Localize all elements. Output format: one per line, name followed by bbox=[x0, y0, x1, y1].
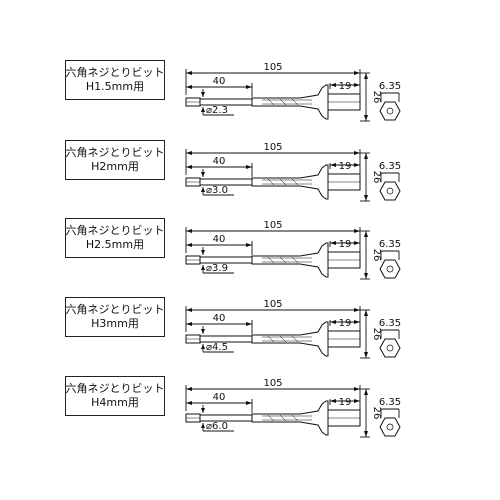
tip-diameter-value: 2.3 bbox=[212, 105, 228, 116]
bit-drawing: 105 40 19 26 6.35 ⌀2.3 bbox=[185, 62, 401, 122]
height-label: 26 bbox=[371, 171, 382, 184]
tip-diameter-label: ⌀6.0 bbox=[206, 421, 228, 432]
diameter-symbol: ⌀ bbox=[206, 421, 212, 432]
bit-spec-row: 六角ネジとりビット H2.5mm用 bbox=[0, 213, 500, 295]
tip-diameter-label: ⌀3.0 bbox=[206, 185, 228, 196]
product-label: 六角ネジとりビット H3mm用 bbox=[65, 297, 165, 337]
diameter-symbol: ⌀ bbox=[206, 105, 212, 116]
diameter-symbol: ⌀ bbox=[206, 342, 212, 353]
bit-body bbox=[185, 400, 401, 437]
diameter-symbol: ⌀ bbox=[206, 263, 212, 274]
hex-size-label: 6.35 bbox=[379, 397, 401, 408]
tip-diameter-value: 3.0 bbox=[212, 185, 228, 196]
bit-spec-row: 六角ネジとりビット H1.5mm用 bbox=[0, 55, 500, 137]
tip-length-label: 40 bbox=[213, 313, 226, 324]
bit-drawing: 105 40 19 26 6.35 ⌀4.5 bbox=[185, 299, 401, 359]
product-label: 六角ネジとりビット H2.5mm用 bbox=[65, 218, 165, 258]
tip-diameter-label: ⌀3.9 bbox=[206, 263, 228, 274]
height-label: 26 bbox=[371, 407, 382, 420]
product-size: H1.5mm用 bbox=[85, 80, 145, 93]
dimension-arrows bbox=[186, 387, 368, 437]
product-label: 六角ネジとりビット H1.5mm用 bbox=[65, 60, 165, 100]
product-label: 六角ネジとりビット H4mm用 bbox=[65, 376, 165, 416]
hex-size-label: 6.35 bbox=[379, 161, 401, 172]
bit-body bbox=[185, 242, 401, 279]
tip-diameter-label: ⌀4.5 bbox=[206, 342, 228, 353]
bit-drawing: 105 40 19 26 6.35 ⌀3.0 bbox=[185, 142, 401, 202]
bit-drawing: 105 40 19 26 6.35 ⌀6.0 bbox=[185, 378, 401, 438]
height-label: 26 bbox=[371, 328, 382, 341]
bit-drawing: 105 40 19 26 6.35 ⌀3.9 bbox=[185, 220, 401, 280]
dimension-arrows bbox=[186, 71, 368, 121]
product-name: 六角ネジとりビット bbox=[65, 66, 165, 79]
product-size: H2.5mm用 bbox=[85, 238, 145, 251]
hex-size-label: 6.35 bbox=[379, 318, 401, 329]
tip-diameter-value: 6.0 bbox=[212, 421, 228, 432]
shank-length-label: 19 bbox=[339, 81, 352, 92]
shank-length-label: 19 bbox=[339, 318, 352, 329]
hex-size-label: 6.35 bbox=[379, 81, 401, 92]
product-size: H2mm用 bbox=[91, 160, 139, 173]
product-name: 六角ネジとりビット bbox=[65, 146, 165, 159]
overall-length-label: 105 bbox=[263, 299, 282, 310]
product-size: H4mm用 bbox=[91, 396, 139, 409]
shank-length-label: 19 bbox=[339, 397, 352, 408]
tip-diameter-value: 3.9 bbox=[212, 263, 228, 274]
dimension-arrows bbox=[186, 308, 368, 358]
shank-length-label: 19 bbox=[339, 161, 352, 172]
dimension-arrows bbox=[186, 229, 368, 279]
dimension-arrows bbox=[186, 151, 368, 201]
bit-body bbox=[185, 321, 401, 358]
product-size: H3mm用 bbox=[91, 317, 139, 330]
bit-spec-row: 六角ネジとりビット H3mm用 bbox=[0, 292, 500, 374]
bit-spec-row: 六角ネジとりビット H4mm用 bbox=[0, 371, 500, 453]
tip-length-label: 40 bbox=[213, 156, 226, 167]
tip-diameter-label: ⌀2.3 bbox=[206, 105, 228, 116]
tip-length-label: 40 bbox=[213, 234, 226, 245]
overall-length-label: 105 bbox=[263, 142, 282, 153]
product-label: 六角ネジとりビット H2mm用 bbox=[65, 140, 165, 180]
diameter-symbol: ⌀ bbox=[206, 185, 212, 196]
shank-length-label: 19 bbox=[339, 239, 352, 250]
bit-body bbox=[185, 84, 401, 121]
tip-diameter-value: 4.5 bbox=[212, 342, 228, 353]
bit-body bbox=[185, 164, 401, 201]
tip-length-label: 40 bbox=[213, 392, 226, 403]
overall-length-label: 105 bbox=[263, 62, 282, 73]
overall-length-label: 105 bbox=[263, 220, 282, 231]
bit-spec-row: 六角ネジとりビット H2mm用 bbox=[0, 135, 500, 217]
overall-length-label: 105 bbox=[263, 378, 282, 389]
product-name: 六角ネジとりビット bbox=[65, 224, 165, 237]
tip-length-label: 40 bbox=[213, 76, 226, 87]
product-name: 六角ネジとりビット bbox=[65, 382, 165, 395]
hex-size-label: 6.35 bbox=[379, 239, 401, 250]
height-label: 26 bbox=[371, 249, 382, 262]
product-name: 六角ネジとりビット bbox=[65, 303, 165, 316]
height-label: 26 bbox=[371, 91, 382, 104]
